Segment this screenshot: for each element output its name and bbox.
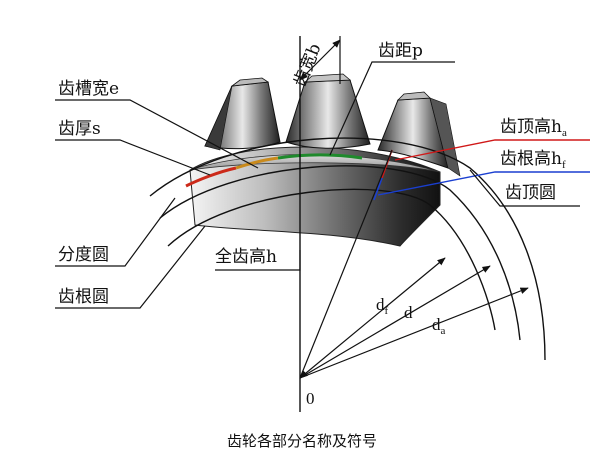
tooth-thickness-label: 齿厚s — [58, 119, 101, 139]
pitch-circle — [159, 165, 521, 341]
da-label: da — [432, 315, 446, 337]
whole-depth-label: 全齿高h — [215, 247, 277, 267]
root-circle-label: 齿根圆 — [58, 287, 109, 307]
center-label: 0 — [306, 389, 315, 408]
gear-rim — [189, 146, 441, 247]
df-label: df — [376, 295, 389, 317]
addendum-label: 齿顶高ha — [500, 117, 567, 139]
pitch-arc-green — [277, 153, 363, 160]
pitch-arc-red — [185, 166, 237, 188]
radius-da — [299, 287, 529, 379]
pitch-arc-orange — [235, 156, 279, 170]
figure-caption: 齿轮各部分名称及符号 — [227, 432, 377, 450]
tip-circle — [149, 137, 546, 361]
pitch-circle-label: 分度圆 — [58, 245, 109, 265]
tip-circle-leader — [469, 169, 580, 207]
gear-top-face — [189, 154, 441, 173]
dedendum-tick — [373, 177, 383, 201]
d-label: d — [404, 303, 413, 322]
pitch-leader — [329, 61, 455, 156]
tip-circle-label: 齿顶圆 — [505, 183, 556, 203]
dedendum-label: 齿根高hf — [500, 149, 566, 171]
root-circle — [167, 188, 496, 331]
space-width-leader — [55, 99, 259, 169]
tooth-width-dim — [299, 39, 341, 81]
addendum-leader — [394, 139, 590, 161]
pitch-label: 齿距p — [378, 41, 423, 61]
radius-df — [299, 257, 446, 379]
pitch-circle-leader — [55, 197, 176, 267]
dedendum-leader — [377, 171, 590, 196]
root-circle-leader — [55, 225, 206, 309]
tooth-thickness-leader — [55, 139, 211, 176]
space-width-label: 齿槽宽e — [58, 79, 119, 99]
radius-d — [299, 265, 491, 379]
